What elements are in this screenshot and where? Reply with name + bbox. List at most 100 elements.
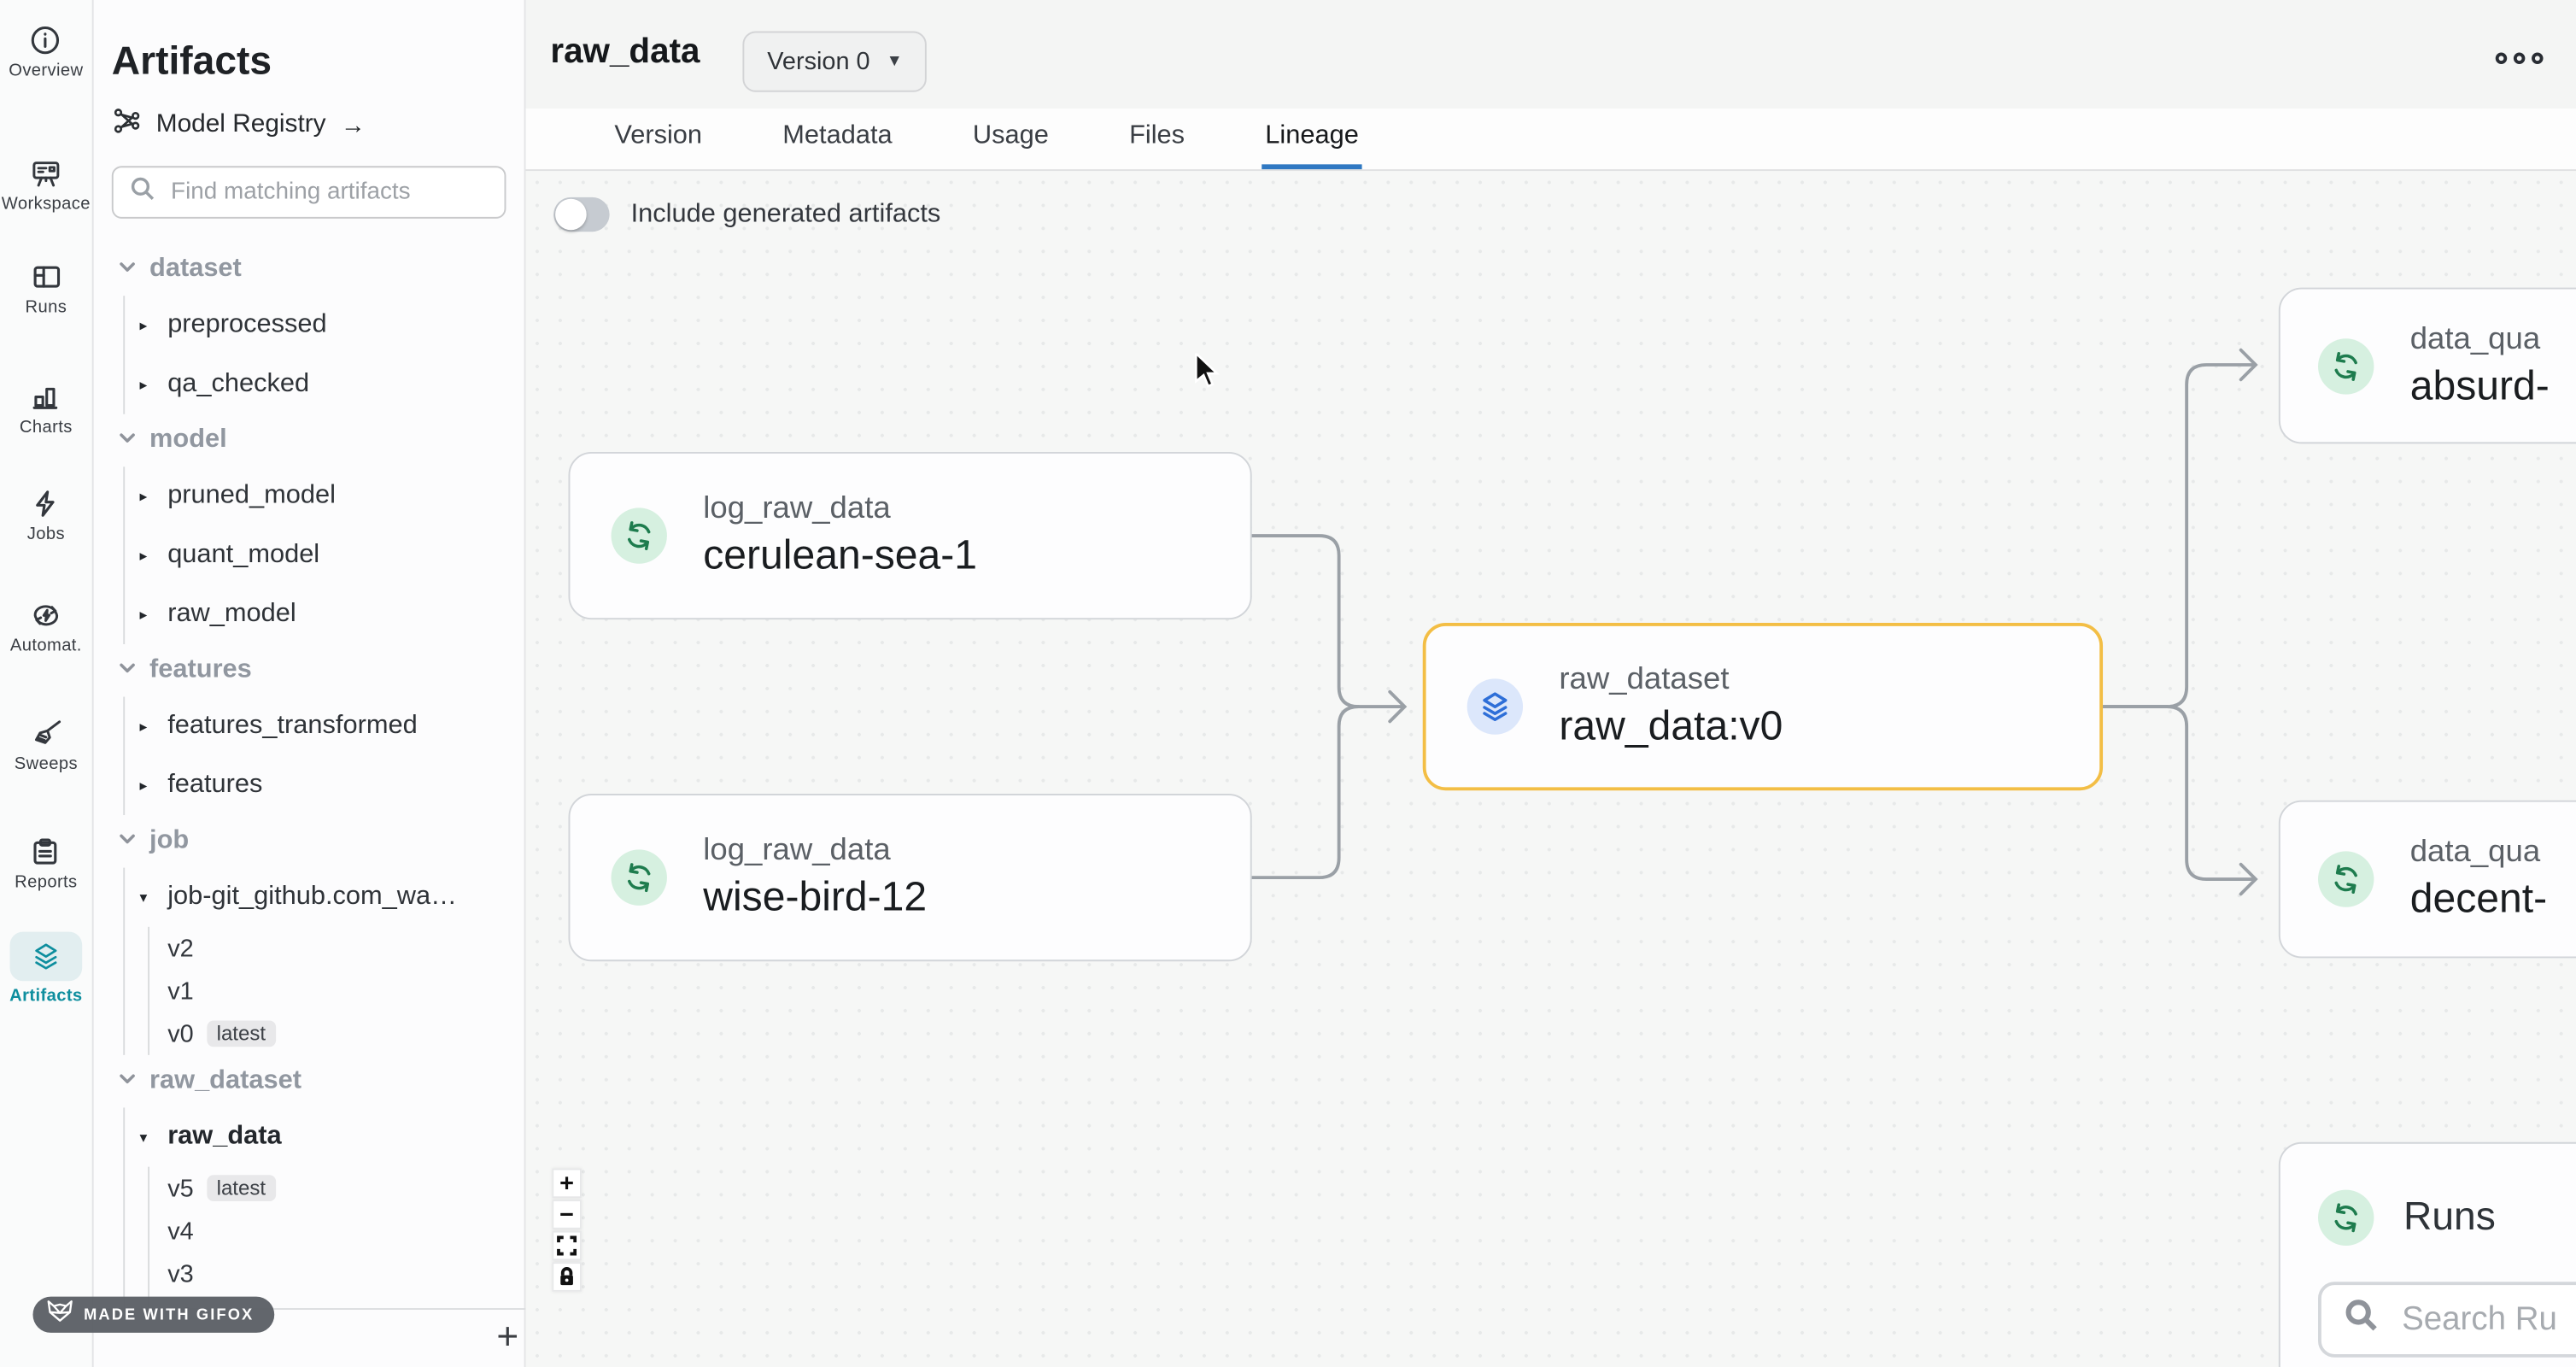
tree-section-label: features	[149, 655, 252, 684]
tree-section-label: model	[149, 425, 227, 454]
tree-item-label: qa_checked	[167, 369, 310, 398]
tree-item-label: raw_data	[167, 1122, 282, 1151]
zoom-in-button[interactable]: +	[552, 1168, 582, 1199]
chevron-down-icon	[118, 1066, 136, 1096]
node-name: wise-bird-12	[703, 874, 928, 921]
tree-item-raw_data[interactable]: ▾raw_data	[125, 1107, 524, 1166]
lineage-node-cerulean-sea-1[interactable]: log_raw_data cerulean-sea-1	[568, 451, 1252, 620]
tree-item-job-git_github-com_wa-[interactable]: ▾job-git_github.com_wa…	[125, 868, 524, 927]
model-registry-link[interactable]: Model Registry →	[114, 107, 524, 143]
lineage-node-wise-bird-12[interactable]: log_raw_data wise-bird-12	[568, 794, 1252, 962]
tree-section-raw_dataset[interactable]: raw_dataset	[94, 1055, 524, 1108]
bar-chart-icon	[30, 379, 62, 412]
tree-section-model[interactable]: model	[94, 414, 524, 467]
version-label: v4	[167, 1217, 194, 1246]
tree-item-preprocessed[interactable]: ▸preprocessed	[125, 296, 524, 355]
sidebar-item-label: Charts	[19, 417, 73, 437]
latest-badge: latest	[207, 1020, 276, 1047]
lock-button[interactable]	[552, 1262, 582, 1292]
sidebar-item-label: Jobs	[26, 524, 65, 544]
sidebar-item-workspace[interactable]: Workspace	[2, 156, 91, 214]
run-icon	[2318, 337, 2374, 394]
include-generated-toggle[interactable]	[553, 197, 610, 232]
tab-lineage[interactable]: Lineage	[1262, 109, 1362, 170]
node-name: raw_data:v0	[1559, 703, 1783, 750]
tab-bar: Version Metadata Usage Files Lineage	[525, 108, 2576, 172]
run-icon	[611, 849, 667, 906]
panel-divider	[93, 1308, 526, 1311]
lineage-node-absurd[interactable]: data_qua absurd-	[2278, 287, 2576, 444]
toggle-knob	[555, 198, 587, 231]
tree-item-qa_checked[interactable]: ▸qa_checked	[125, 355, 524, 414]
lineage-edges	[1250, 348, 2258, 896]
sidebar-item-label: Automat.	[9, 636, 82, 656]
tree-item-features_transformed[interactable]: ▸features_transformed	[125, 697, 524, 756]
runs-table-icon	[30, 260, 62, 292]
sidebar-item-label: Reports	[15, 872, 78, 893]
chevron-down-icon	[118, 655, 136, 685]
lineage-node-runs[interactable]: Runs	[2278, 1141, 2576, 1367]
version-item-v3[interactable]: v3	[149, 1253, 524, 1295]
runs-search-input[interactable]	[2398, 1299, 2576, 1341]
tree-item-pruned_model[interactable]: ▸pruned_model	[125, 466, 524, 525]
version-item-v2[interactable]: v2	[149, 927, 524, 970]
tree-item-quant_model[interactable]: ▸quant_model	[125, 526, 524, 585]
tree-item-features[interactable]: ▸features	[125, 756, 524, 815]
sidebar-item-reports[interactable]: Reports	[15, 835, 77, 892]
automations-icon	[30, 598, 62, 631]
tab-version[interactable]: Version	[614, 121, 703, 150]
version-label: v1	[167, 977, 194, 1006]
sidebar-item-overview[interactable]: Overview	[9, 23, 83, 80]
sidebar-item-charts[interactable]: Charts	[20, 379, 73, 437]
sidebar-item-jobs[interactable]: Jobs	[26, 486, 65, 544]
sidebar-item-sweeps[interactable]: Sweeps	[15, 717, 78, 774]
node-type-label: raw_dataset	[1559, 662, 1730, 697]
version-dropdown-label: Version 0	[767, 47, 870, 76]
runs-node-label: Runs	[2403, 1194, 2496, 1240]
fit-view-button[interactable]	[552, 1230, 582, 1261]
workspace-icon	[30, 156, 62, 189]
runs-search[interactable]	[2318, 1282, 2576, 1358]
info-icon	[30, 23, 62, 56]
artifact-layers-icon	[1467, 678, 1524, 735]
tab-usage[interactable]: Usage	[972, 121, 1049, 150]
include-generated-label: Include generated artifacts	[630, 199, 941, 228]
triangle-right-icon: ▸	[139, 546, 148, 563]
overflow-menu-button[interactable]	[2495, 52, 2544, 65]
tree-section-label: raw_dataset	[149, 1066, 302, 1095]
lineage-node-raw-data-v0[interactable]: raw_dataset raw_data:v0	[1422, 622, 2104, 791]
panel-title: Artifacts	[111, 39, 272, 85]
artifact-search[interactable]	[111, 166, 506, 219]
tree-section-dataset[interactable]: dataset	[94, 243, 524, 296]
fox-icon	[46, 1300, 74, 1331]
triangle-right-icon: ▸	[139, 717, 148, 734]
add-artifact-button[interactable]: +	[496, 1313, 519, 1357]
tree-item-raw_model[interactable]: ▸raw_model	[125, 585, 524, 644]
lineage-canvas[interactable]: Include generated artifacts log_raw_data…	[525, 171, 2576, 1367]
version-dropdown[interactable]: Version 0 ▼	[742, 31, 928, 92]
version-label: v3	[167, 1259, 194, 1288]
sidebar-item-runs[interactable]: Runs	[26, 260, 67, 317]
include-generated-row: Include generated artifacts	[553, 197, 940, 232]
version-item-v1[interactable]: v1	[149, 970, 524, 1012]
node-name: cerulean-sea-1	[703, 532, 978, 579]
tree-section-features[interactable]: features	[94, 644, 524, 697]
tab-files[interactable]: Files	[1129, 121, 1186, 150]
arrow-right-icon: →	[340, 110, 366, 139]
tab-metadata[interactable]: Metadata	[782, 121, 893, 150]
triangle-right-icon: ▸	[139, 316, 148, 333]
artifact-search-input[interactable]	[167, 177, 464, 208]
sidebar-item-automat[interactable]: Automat.	[10, 598, 82, 655]
version-label: v2	[167, 934, 194, 963]
sidebar-item-artifacts[interactable]: Artifacts	[9, 931, 82, 1006]
version-item-v4[interactable]: v4	[149, 1210, 524, 1253]
lineage-node-decent[interactable]: data_qua decent-	[2278, 800, 2576, 959]
triangle-right-icon: ▸	[139, 605, 148, 623]
zoom-out-button[interactable]: −	[552, 1200, 582, 1229]
tree-section-job[interactable]: job	[94, 815, 524, 868]
sidebar-item-label: Overview	[9, 61, 84, 81]
